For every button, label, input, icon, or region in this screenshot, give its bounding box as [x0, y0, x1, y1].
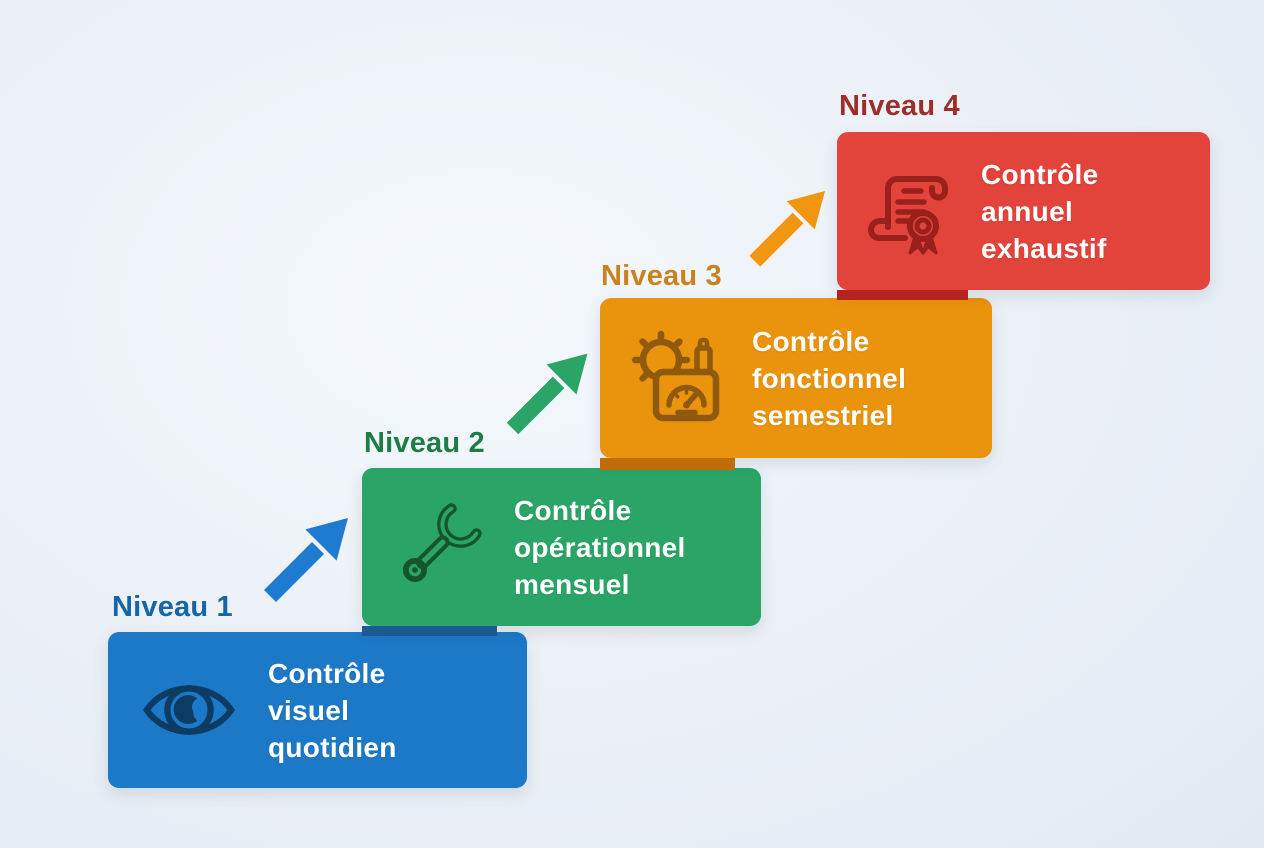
level-2-label: Niveau 2 — [364, 427, 485, 459]
level-2-title: Contrôle opérationnel mensuel — [514, 494, 686, 600]
level-4-title: Contrôle annuel exhaustif — [981, 158, 1107, 264]
level-3-label: Niveau 3 — [601, 260, 722, 292]
level-1-card: Contrôle visuel quotidien — [108, 632, 527, 788]
level-2-card: Contrôle opérationnel mensuel — [362, 468, 761, 626]
step-shadow-level2-level3 — [600, 458, 735, 470]
up-arrow-level2-to-level3-icon — [506, 353, 588, 435]
step-shadow-level1-level2 — [362, 626, 497, 636]
wrench-icon — [402, 503, 482, 583]
eye-icon — [143, 685, 235, 735]
step-shadow-level3-level4 — [837, 290, 968, 300]
level-1-label: Niveau 1 — [112, 591, 233, 623]
certificate-scroll-icon — [868, 176, 948, 255]
level-1-title: Contrôle visuel quotidien — [268, 657, 397, 763]
level-4-label: Niveau 4 — [839, 90, 960, 122]
level-3-title: Contrôle fonctionnel semestriel — [752, 325, 907, 431]
gauge-gear-icon — [631, 330, 720, 422]
up-arrow-level3-to-level4-icon — [749, 191, 825, 267]
level-4-card: Contrôle annuel exhaustif — [837, 132, 1210, 290]
level-3-card: Contrôle fonctionnel semestriel — [600, 298, 992, 458]
up-arrow-level1-to-level2-icon — [263, 518, 348, 603]
